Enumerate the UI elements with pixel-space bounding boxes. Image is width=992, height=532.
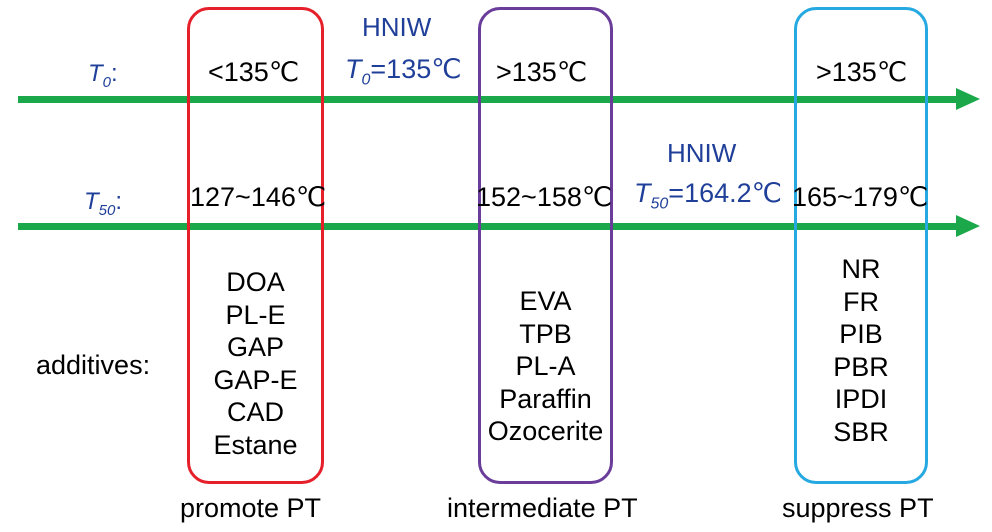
promote-t50-value: 127~146℃ (190, 182, 327, 212)
hniw-t50-symbol: T (634, 178, 651, 208)
suppress-pt-caption: suppress PT (782, 493, 934, 523)
t50-symbol: T (84, 188, 99, 215)
additive-item: NR (841, 254, 881, 284)
intermediate-t50-value: 152~158℃ (476, 182, 613, 212)
intermediate-additives-list: EVA TPB PL-A Paraffin Ozocerite (478, 285, 613, 448)
hniw-t0-number: =135℃ (370, 54, 462, 84)
additive-item: Paraffin (499, 383, 592, 414)
additive-item: DOA (226, 267, 285, 297)
promote-t0-value: <135℃ (208, 57, 300, 87)
additive-item: EVA (519, 286, 572, 316)
suppress-additives-list: NR FR PIB PBR IPDI SBR (794, 253, 928, 448)
hniw-t0-subscript: 0 (361, 71, 371, 89)
additive-item: PL-E (225, 299, 286, 330)
promote-additives-list: DOA PL-E GAP GAP-E CAD Estane (187, 266, 324, 461)
additive-item: GAP-E (213, 364, 298, 395)
additive-item: Estane (213, 429, 298, 460)
t0-row-label: T0: (88, 60, 118, 91)
t0-subscript: 0 (102, 73, 112, 91)
additives-row-label: additives: (36, 350, 151, 380)
additive-item: SBR (833, 416, 889, 447)
additive-item: IPDI (834, 384, 888, 414)
additive-item: PBR (833, 351, 889, 382)
hniw-t50-number: =164.2℃ (668, 178, 782, 208)
promote-pt-caption: promote PT (180, 493, 322, 523)
hniw-t0-value: T0=135℃ (345, 54, 462, 89)
suppress-t0-value: >135℃ (816, 57, 908, 87)
hniw-t50-subscript: 50 (650, 195, 669, 213)
hniw-t50-value: T50=164.2℃ (634, 178, 782, 213)
t50-row-label: T50: (84, 188, 122, 219)
suppress-pt-box (794, 7, 928, 484)
t50-colon: : (115, 188, 123, 215)
t0-axis-arrow (18, 88, 980, 110)
suppress-t50-value: 165~179℃ (792, 182, 929, 212)
additive-item: FR (843, 286, 879, 317)
intermediate-pt-caption: intermediate PT (447, 493, 638, 523)
additive-item: Ozocerite (487, 416, 604, 446)
additive-item: PIB (839, 319, 883, 349)
promote-pt-box (187, 7, 324, 484)
hniw-t0-name: HNIW (362, 12, 432, 42)
hniw-t0-symbol: T (345, 54, 362, 84)
t0-symbol: T (88, 60, 103, 87)
intermediate-pt-box (478, 7, 613, 484)
additive-item: TPB (519, 318, 572, 349)
additive-item: CAD (226, 397, 284, 427)
intermediate-t0-value: >135℃ (496, 57, 588, 87)
t0-colon: : (111, 60, 118, 87)
t50-subscript: 50 (98, 201, 116, 219)
additive-item: GAP (226, 332, 285, 362)
additive-item: PL-A (515, 351, 576, 381)
t50-axis-arrow (18, 215, 980, 237)
hniw-t50-name: HNIW (667, 138, 737, 168)
